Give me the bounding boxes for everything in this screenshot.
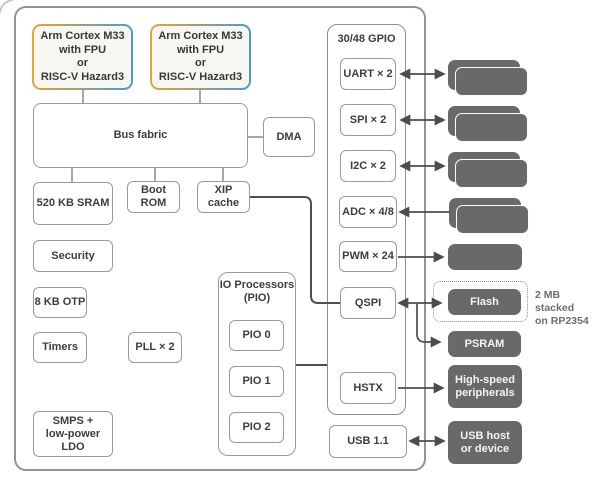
qspi-box: QSPI	[340, 287, 396, 319]
uart-box: UART × 2	[340, 58, 396, 90]
cpu-core-box-1: Arm Cortex M33 with FPU or RISC-V Hazard…	[150, 24, 251, 90]
page-corner-artifact	[0, 0, 14, 14]
cpu-core-label: Arm Cortex M33	[40, 30, 125, 42]
i2c-box: I2C × 2	[340, 150, 396, 182]
uart-pins-front	[455, 67, 528, 96]
psram-box: PSRAM	[448, 331, 521, 357]
spi-pins-front	[455, 113, 528, 142]
security-box: Security	[33, 240, 113, 272]
pio-title: IO Processors (PIO)	[219, 279, 295, 304]
pio0-box: PIO 0	[229, 320, 284, 351]
pio1-box: PIO 1	[229, 366, 284, 397]
i2c-pins-front	[455, 159, 528, 188]
dma-box: DMA	[263, 117, 315, 157]
flash-note: 2 MB stacked on RP2354	[535, 289, 589, 327]
hstx-box: HSTX	[340, 372, 396, 404]
flash-box: Flash	[448, 289, 521, 315]
smps-box: SMPS + low-power LDO	[33, 411, 113, 457]
usb-host-box: USB host or device	[448, 421, 522, 464]
pll-box: PLL × 2	[128, 332, 182, 363]
spi-box: SPI × 2	[340, 104, 396, 136]
usb-controller-box: USB 1.1	[329, 425, 407, 458]
gpio-title: 30/48 GPIO	[337, 33, 396, 45]
pwm-box: PWM × 24	[339, 241, 397, 272]
pio2-box: PIO 2	[229, 412, 284, 443]
cpu-core-box-0: Arm Cortex M33 with FPU or RISC-V Hazard…	[32, 24, 133, 90]
sram-box: 520 KB SRAM	[33, 182, 113, 225]
bus-fabric-box: Bus fabric	[33, 103, 248, 168]
adc-box: ADC × 4/8	[339, 196, 397, 228]
high-speed-peripherals-box: High-speed peripherals	[448, 365, 522, 408]
timers-box: Timers	[33, 332, 87, 363]
xip-cache-box: XIP cache	[197, 181, 250, 213]
boot-rom-box: Boot ROM	[127, 181, 180, 213]
otp-box: 8 KB OTP	[33, 287, 87, 318]
adc-pins-front	[456, 205, 529, 234]
pwm-pins-box	[448, 244, 522, 270]
